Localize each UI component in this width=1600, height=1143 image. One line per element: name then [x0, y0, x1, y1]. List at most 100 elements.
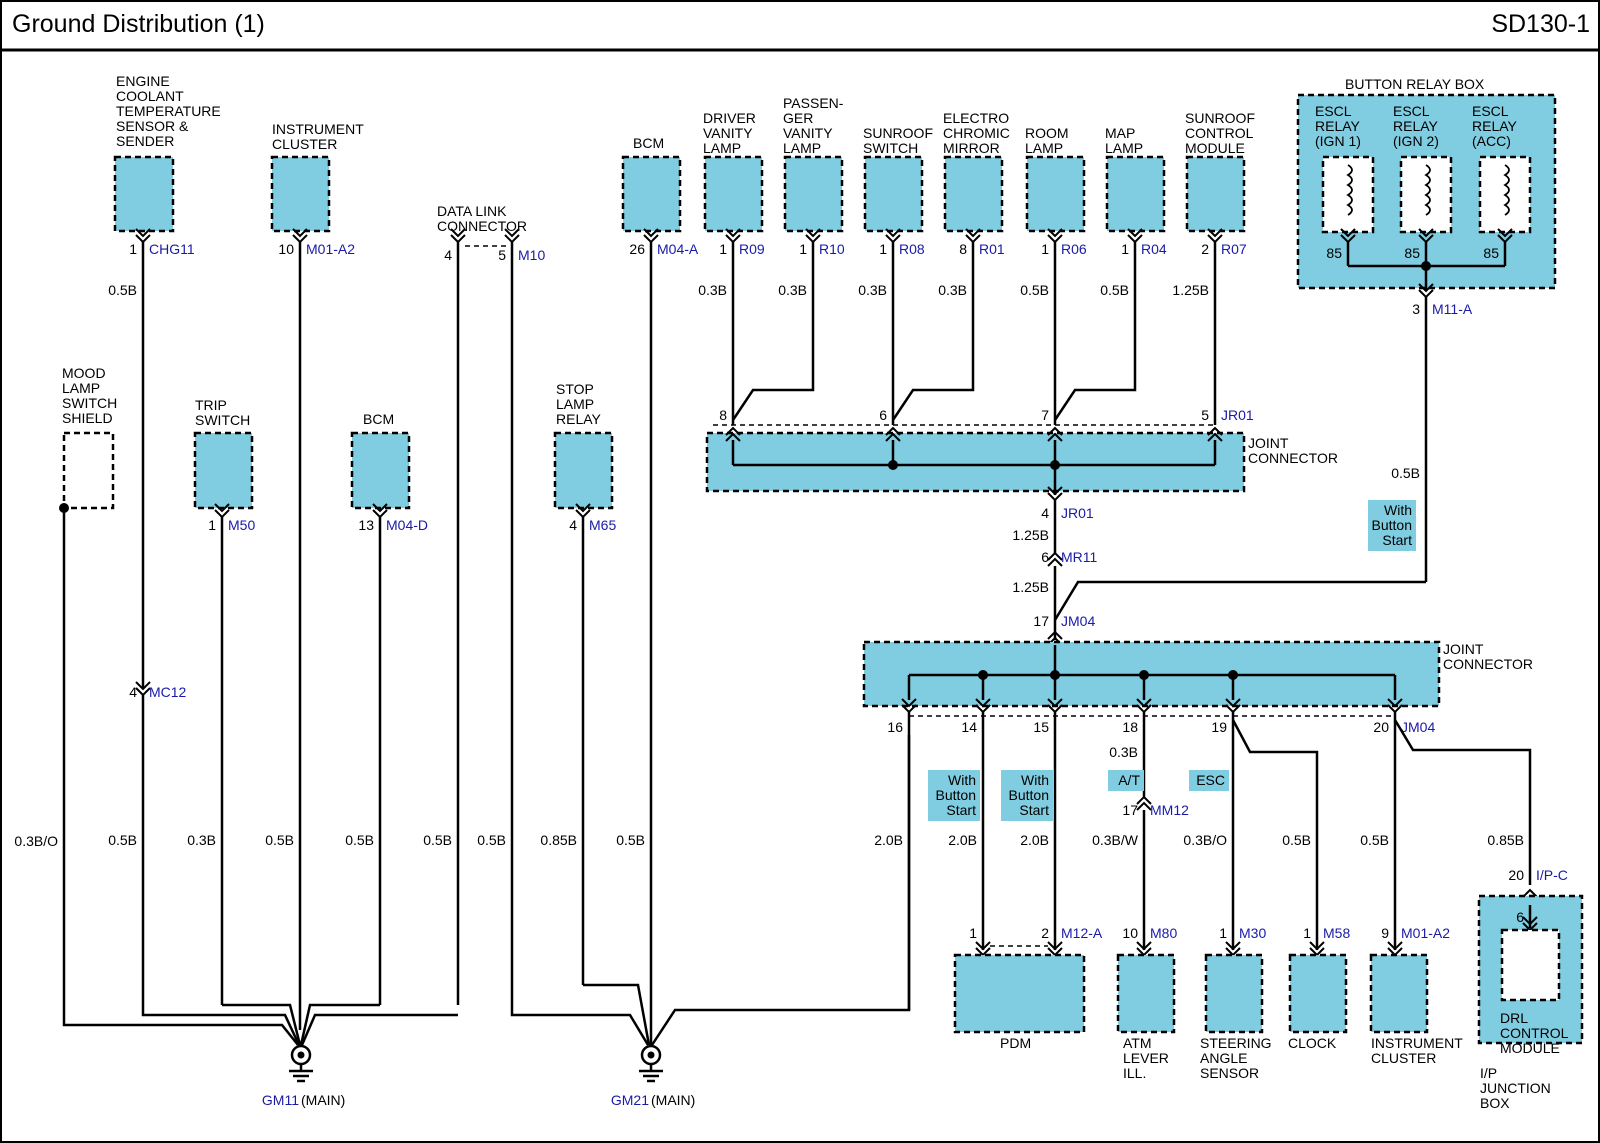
pin-number: 1: [1041, 241, 1049, 257]
component-label-sas: SENSOR: [1200, 1065, 1259, 1081]
component-label-sas: STEERING: [1200, 1035, 1272, 1051]
component-label-drl: DRL: [1500, 1010, 1528, 1026]
pin-number: 4: [129, 684, 137, 700]
pin-number: 19: [1211, 719, 1227, 735]
wire: [141, 695, 301, 1046]
wire-spec: 0.5B: [1282, 832, 1311, 848]
component-box-map: [1105, 155, 1166, 233]
pin-number: 1: [129, 241, 137, 257]
connector-terminal: [1047, 426, 1063, 436]
wire: [222, 1003, 302, 1046]
connector-terminal: [1225, 941, 1241, 951]
joint-connector-jr01: [705, 431, 1246, 493]
option-tag-t_jm16: [928, 770, 980, 821]
component-box-srcm: [1185, 155, 1246, 233]
component-label-ipjb: JUNCTION: [1480, 1080, 1551, 1096]
pin-number: 85: [1326, 245, 1342, 261]
option-tag-t_esc: [1189, 770, 1229, 791]
connector-terminal: [885, 228, 901, 238]
connector-terminal: [372, 503, 388, 513]
pin-number: 9: [1381, 925, 1389, 941]
component-label-slr: RELAY: [556, 411, 602, 427]
wire-spec: 0.5B: [345, 832, 374, 848]
component-box-ic1: [270, 155, 331, 233]
connector-terminal: [975, 941, 991, 951]
component-label-escl2: ESCL: [1393, 103, 1430, 119]
component-label-ecm: ELECTRO: [943, 110, 1009, 126]
pin-number: 20: [1373, 719, 1389, 735]
wire: [891, 242, 975, 421]
ground-id: GM11: [262, 1092, 299, 1108]
page-title: Ground Distribution (1): [12, 10, 265, 38]
wire-spec: 0.5B: [1020, 282, 1049, 298]
connector-terminal: [901, 698, 917, 708]
connector-terminal: [1136, 698, 1152, 708]
pin-number: 1: [1219, 925, 1227, 941]
connector-terminal: [135, 681, 151, 691]
connector-id: JR01: [1061, 505, 1094, 521]
component-label-map: MAP: [1105, 125, 1135, 141]
connector-terminal: [1309, 941, 1325, 951]
connector-id: M50: [228, 517, 255, 533]
connector-terminal: [1047, 698, 1063, 708]
pin-number: 15: [1033, 719, 1049, 735]
component-label-pvl: GER: [783, 110, 813, 126]
component-label-jc2: CONNECTOR: [1443, 656, 1533, 672]
connector-terminal: [1127, 228, 1143, 238]
connector-id: M04-D: [386, 517, 428, 533]
option-tag-text: Button: [1372, 517, 1412, 533]
connector-terminal: [1522, 888, 1538, 898]
component-label-bcm1: BCM: [633, 135, 664, 151]
connector-terminal: [643, 228, 659, 238]
pin-number: 1: [879, 241, 887, 257]
component-label-escl3: RELAY: [1472, 118, 1518, 134]
wire: [510, 1005, 650, 1046]
component-label-srs: SUNROOF: [863, 125, 933, 141]
pin-number: 17: [1122, 802, 1138, 818]
connector-terminal: [1047, 486, 1063, 496]
connector-terminal: [1207, 228, 1223, 238]
component-box-bcm1: [621, 155, 682, 233]
component-label-escl1: RELAY: [1315, 118, 1361, 134]
pin-number: 10: [1122, 925, 1138, 941]
component-label-pdm: PDM: [1000, 1035, 1031, 1051]
option-tag-t_jm15: [1001, 770, 1053, 821]
component-label-ect: COOLANT: [116, 88, 184, 104]
wire: [299, 1003, 380, 1046]
component-label-srcm: CONTROL: [1185, 125, 1254, 141]
ground-note: (MAIN): [301, 1092, 345, 1108]
connector-id: I/P-C: [1536, 867, 1568, 883]
splice-dot: [1050, 670, 1060, 680]
connector-terminal: [805, 228, 821, 238]
option-tag-text: With: [1384, 502, 1412, 518]
component-box-pvl: [783, 155, 844, 233]
component-label-pvl: PASSEN-: [783, 95, 844, 111]
pin-number: 16: [887, 719, 903, 735]
connector-terminal: [1387, 941, 1403, 951]
pin-number: 6: [879, 407, 887, 423]
option-tag-text: ESC: [1196, 772, 1225, 788]
component-label-ect: TEMPERATURE: [116, 103, 221, 119]
wire-spec: 1.25B: [1012, 527, 1049, 543]
component-label-atm: ATM: [1123, 1035, 1152, 1051]
connector-id: MM12: [1150, 802, 1189, 818]
component-label-jc2: JOINT: [1443, 641, 1484, 657]
component-box-dvl: [703, 155, 764, 233]
connector-terminal: [725, 426, 741, 436]
wire-spec: 0.5B: [1391, 465, 1420, 481]
component-label-atm: LEVER: [1123, 1050, 1169, 1066]
component-label-dvl: VANITY: [703, 125, 753, 141]
connector-id: M80: [1150, 925, 1177, 941]
option-tag-text: With: [948, 772, 976, 788]
component-label-drl: MODULE: [1500, 1040, 1560, 1056]
component-label-escl3: ESCL: [1472, 103, 1509, 119]
relay-coil-icon: [1503, 164, 1510, 216]
component-label-dlc: DATA LINK: [437, 203, 507, 219]
splice-dot: [1139, 670, 1149, 680]
option-tag-text: Start: [946, 802, 976, 818]
component-label-ipjb: BOX: [1480, 1095, 1510, 1111]
connector-id: R04: [1141, 241, 1167, 257]
connector-id: M58: [1323, 925, 1350, 941]
